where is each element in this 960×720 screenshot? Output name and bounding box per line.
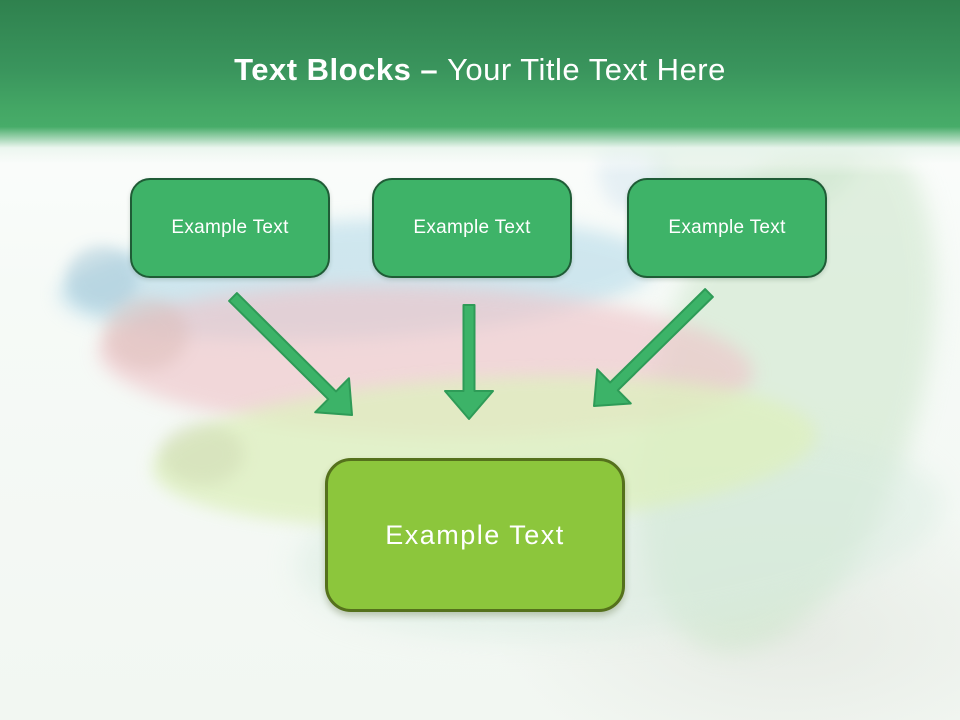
text-block-2-label: Example Text: [413, 217, 531, 238]
banana-pink-tip-shape: [104, 298, 188, 370]
title-bold-text: Text Blocks: [234, 52, 412, 87]
title-regular-text: Your Title Text Here: [447, 52, 726, 87]
arrow-block-2-to-block-center[interactable]: [444, 304, 494, 420]
text-block-1[interactable]: Example Text: [130, 178, 330, 278]
text-block-center[interactable]: Example Text: [325, 458, 625, 612]
banana-blue-tip-shape: [66, 246, 138, 310]
slide-title[interactable]: Text Blocks–Your Title Text Here: [0, 52, 960, 88]
text-block-1-label: Example Text: [171, 217, 289, 238]
arrow-block-1-to-block-center[interactable]: [228, 292, 353, 416]
text-block-center-label: Example Text: [385, 519, 565, 550]
text-block-2[interactable]: Example Text: [372, 178, 572, 278]
arrow-block-3-to-block-center[interactable]: [593, 288, 714, 407]
title-separator: –: [420, 52, 439, 87]
text-block-3[interactable]: Example Text: [627, 178, 827, 278]
banana-yellow-tip-shape: [160, 423, 244, 485]
title-bar: Text Blocks–Your Title Text Here: [0, 0, 960, 176]
text-block-3-label: Example Text: [668, 217, 786, 238]
